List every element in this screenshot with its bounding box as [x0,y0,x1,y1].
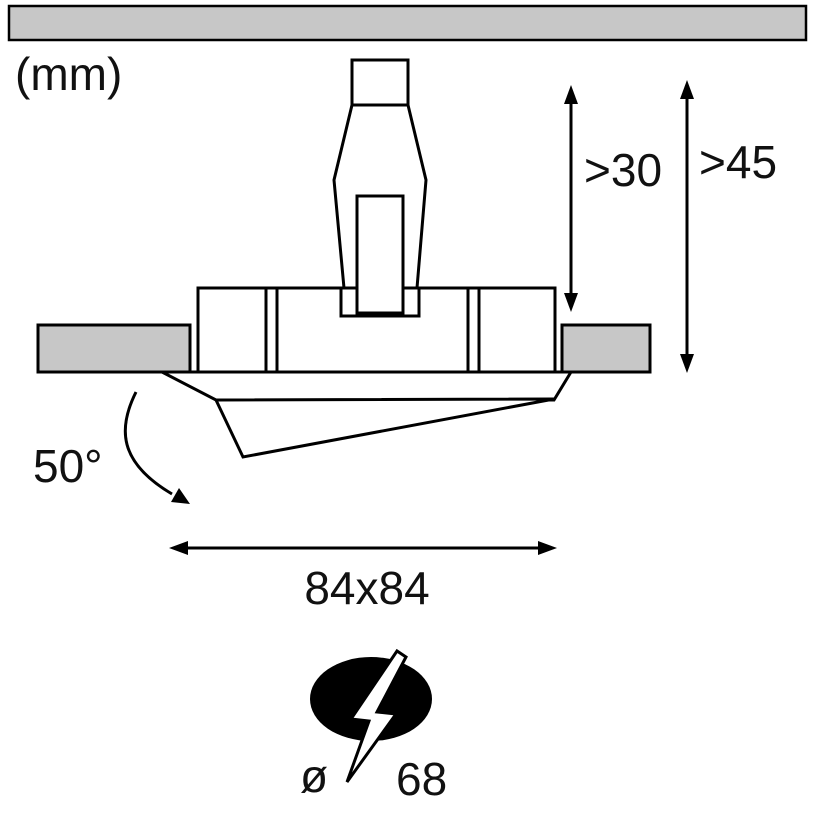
trim-bezel [161,370,574,402]
dim-label-cutout-size: 84x84 [304,562,429,614]
arrow-right-icon [538,541,557,555]
lightning-bolt-icon [345,648,408,783]
ceiling-surface-bar [7,4,808,42]
arrow-up-icon [564,85,578,104]
dim-label-swivel-angle: 50° [33,440,103,492]
diameter-value: 68 [396,753,447,805]
dim-label-installation-depth: >45 [699,136,777,188]
diameter-symbol: ø [300,750,328,802]
connector-top [350,58,410,107]
arrow-diagonal-icon [171,488,190,504]
arrow-up-icon [680,80,694,99]
tilted-lamp-face [213,397,555,459]
unit-label: (mm) [15,48,122,100]
dim-label-recess-depth: >30 [584,144,662,196]
arrow-down-icon [680,354,694,373]
swivel-angle-arc [123,391,173,496]
ceiling-section-left [36,323,192,374]
arrow-left-icon [169,541,188,555]
connector-terminal [355,194,405,315]
arrow-down-icon [564,293,578,312]
ceiling-section-right [560,323,652,374]
